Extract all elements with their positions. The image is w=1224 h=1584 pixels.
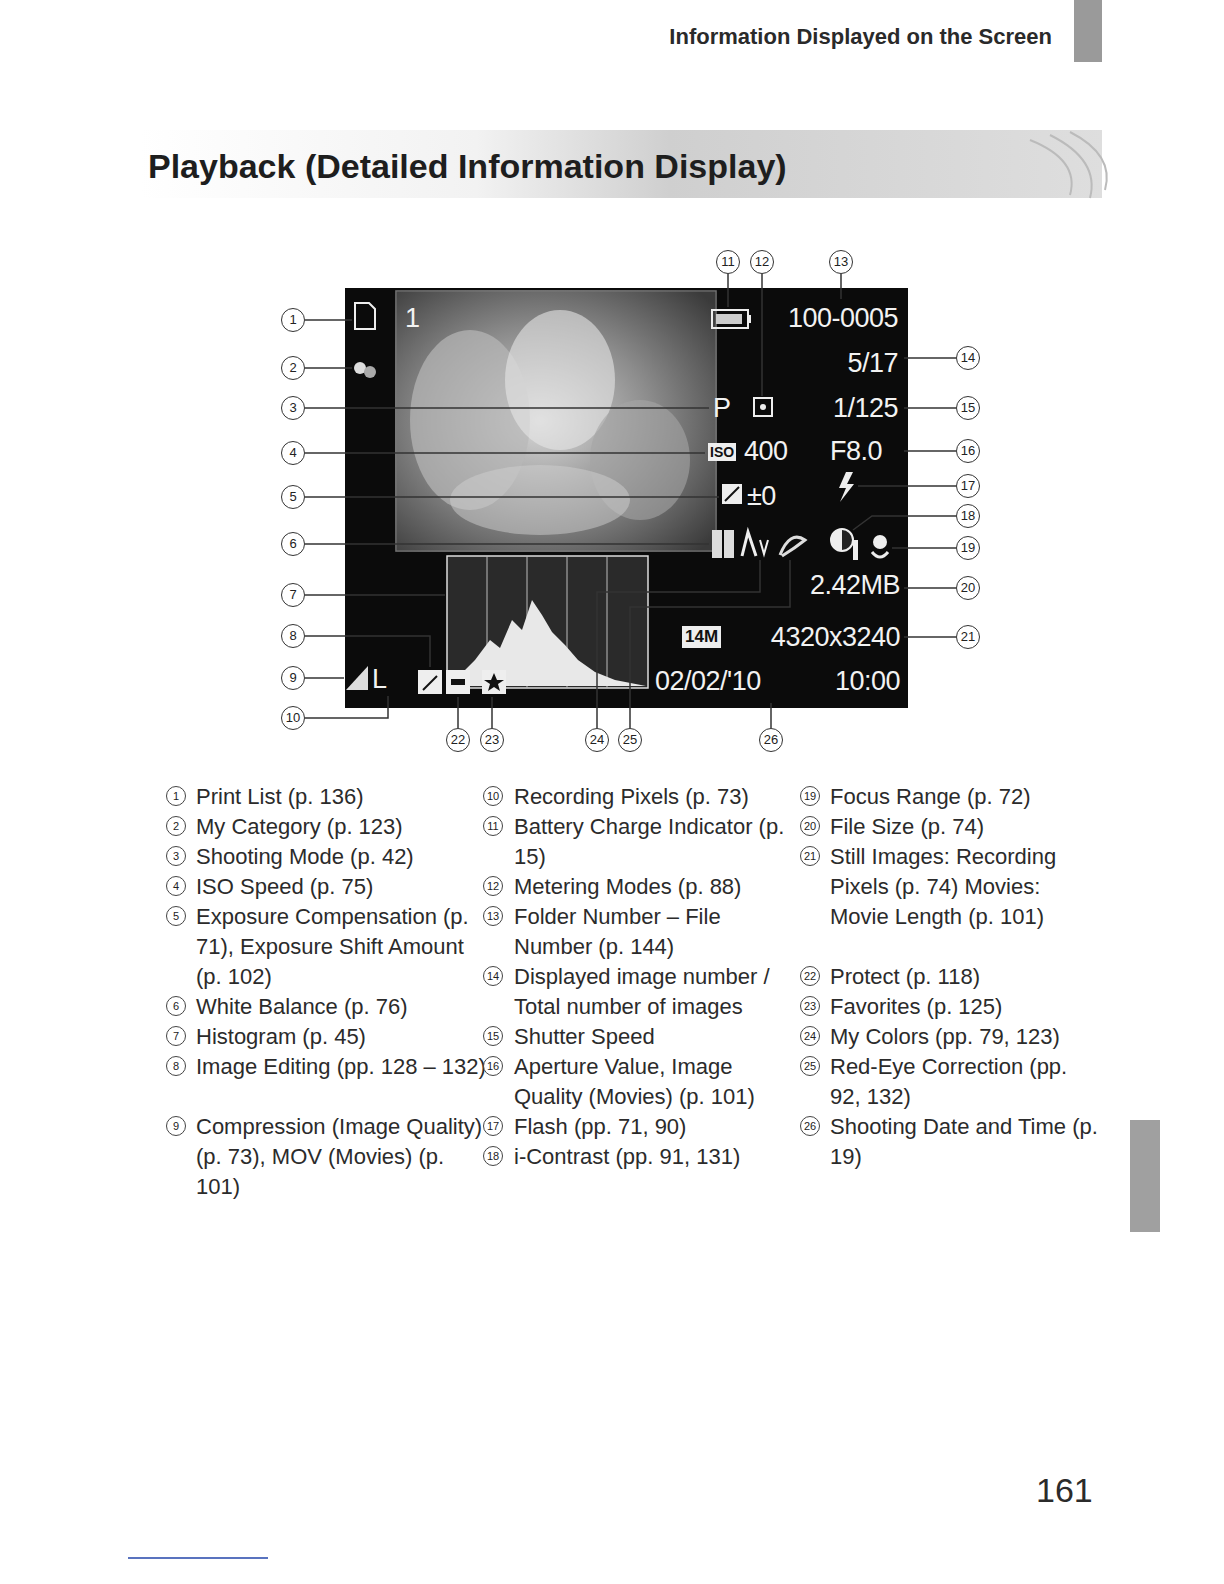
list-number: 13 xyxy=(483,906,503,926)
callout-number: 7 xyxy=(281,583,305,607)
list-number: 25 xyxy=(800,1056,820,1076)
callout-number: 9 xyxy=(281,666,305,690)
list-number: 19 xyxy=(800,786,820,806)
list-number: 2 xyxy=(166,816,186,836)
callout-number: 17 xyxy=(956,474,980,498)
screen-text: 10:00 xyxy=(800,668,900,695)
callout-number: 6 xyxy=(281,532,305,556)
list-number: 5 xyxy=(166,906,186,926)
list-number: 15 xyxy=(483,1026,503,1046)
list-text: Protect (p. 118) xyxy=(830,962,1102,992)
callout-number: 16 xyxy=(956,439,980,463)
callout-number: 20 xyxy=(956,576,980,600)
list-text: Battery Charge Indicator (p. 15) xyxy=(514,812,798,872)
list-number: 20 xyxy=(800,816,820,836)
list-text: File Size (p. 74) xyxy=(830,812,1102,842)
list-text: Print List (p. 136) xyxy=(196,782,486,812)
callout-number: 25 xyxy=(618,728,642,752)
screen-text: 4320x3240 xyxy=(740,624,900,651)
callout-number: 13 xyxy=(829,250,853,274)
list-text: Favorites (p. 125) xyxy=(830,992,1102,1022)
list-text: Recording Pixels (p. 73) xyxy=(514,782,798,812)
callout-number: 5 xyxy=(281,485,305,509)
list-number: 21 xyxy=(800,846,820,866)
list-text: My Colors (pp. 79, 123) xyxy=(830,1022,1102,1052)
callout-number: 12 xyxy=(750,250,774,274)
list-text: Aperture Value, Image Quality (Movies) (… xyxy=(514,1052,798,1112)
screen-icon-text: ISO xyxy=(708,443,736,461)
list-text: Shutter Speed xyxy=(514,1022,798,1052)
callout-number: 14 xyxy=(956,346,980,370)
page-number: 161 xyxy=(1036,1470,1093,1510)
list-number: 23 xyxy=(800,996,820,1016)
callout-number: 2 xyxy=(281,356,305,380)
callout-number: 19 xyxy=(956,536,980,560)
list-number: 3 xyxy=(166,846,186,866)
list-text: Metering Modes (p. 88) xyxy=(514,872,798,902)
list-text: Red-Eye Correction (pp. 92, 132) xyxy=(830,1052,1102,1112)
callout-number: 3 xyxy=(281,396,305,420)
list-text: Histogram (p. 45) xyxy=(196,1022,486,1052)
list-text: Folder Number – File Number (p. 144) xyxy=(514,902,798,962)
list-number: 4 xyxy=(166,876,186,896)
callout-number: 15 xyxy=(956,396,980,420)
callout-number: 21 xyxy=(956,625,980,649)
list-number: 1 xyxy=(166,786,186,806)
callout-number: 8 xyxy=(281,624,305,648)
list-number: 6 xyxy=(166,996,186,1016)
screen-text: P xyxy=(713,395,731,422)
screen-text: L xyxy=(372,666,387,693)
list-text: Still Images: Recording Pixels (p. 74) M… xyxy=(830,842,1102,932)
list-text: Image Editing (pp. 128 – 132) xyxy=(196,1052,486,1082)
callout-number: 4 xyxy=(281,441,305,465)
list-number: 8 xyxy=(166,1056,186,1076)
callout-number: 1 xyxy=(281,308,305,332)
screen-text: F8.0 xyxy=(830,438,882,465)
screen-text: 02/02/'10 xyxy=(655,668,761,695)
callout-number: 10 xyxy=(281,706,305,730)
list-text: Exposure Compensation (p. 71), Exposure … xyxy=(196,902,486,992)
list-number: 14 xyxy=(483,966,503,986)
list-number: 18 xyxy=(483,1146,503,1166)
list-number: 10 xyxy=(483,786,503,806)
list-number: 17 xyxy=(483,1116,503,1136)
screen-text: 1 xyxy=(405,305,420,332)
list-number: 9 xyxy=(166,1116,186,1136)
list-text: White Balance (p. 76) xyxy=(196,992,486,1022)
list-text: Compression (Image Quality) (p. 73), MOV… xyxy=(196,1112,486,1202)
callout-number: 26 xyxy=(759,728,783,752)
list-number: 11 xyxy=(483,816,503,836)
list-number: 7 xyxy=(166,1026,186,1046)
callout-number: 22 xyxy=(446,728,470,752)
list-number: 24 xyxy=(800,1026,820,1046)
screen-text: 2.42MB xyxy=(780,572,900,599)
screen-text: 100-0005 xyxy=(700,305,898,332)
page-title: Playback (Detailed Information Display) xyxy=(148,146,787,186)
screen-text: ±0 xyxy=(747,483,776,510)
screen-text: 400 xyxy=(744,438,788,465)
callout-number: 23 xyxy=(480,728,504,752)
list-text: Shooting Mode (p. 42) xyxy=(196,842,486,872)
list-text: ISO Speed (p. 75) xyxy=(196,872,486,902)
callout-number: 11 xyxy=(716,250,740,274)
screen-text: 5/17 xyxy=(780,350,898,377)
list-text: Focus Range (p. 72) xyxy=(830,782,1102,812)
list-number: 12 xyxy=(483,876,503,896)
list-text: Shooting Date and Time (p. 19) xyxy=(830,1112,1102,1172)
list-number: 26 xyxy=(800,1116,820,1136)
callout-number: 24 xyxy=(585,728,609,752)
screen-icon-text: 14M xyxy=(682,626,721,648)
list-text: Flash (pp. 71, 90) xyxy=(514,1112,798,1142)
list-text: Displayed image number / Total number of… xyxy=(514,962,798,1022)
list-text: My Category (p. 123) xyxy=(196,812,486,842)
running-header: Information Displayed on the Screen xyxy=(600,24,1052,50)
list-number: 22 xyxy=(800,966,820,986)
screen-text: 1/125 xyxy=(780,395,898,422)
list-text: i-Contrast (pp. 91, 131) xyxy=(514,1142,798,1172)
list-number: 16 xyxy=(483,1056,503,1076)
callout-number: 18 xyxy=(956,504,980,528)
